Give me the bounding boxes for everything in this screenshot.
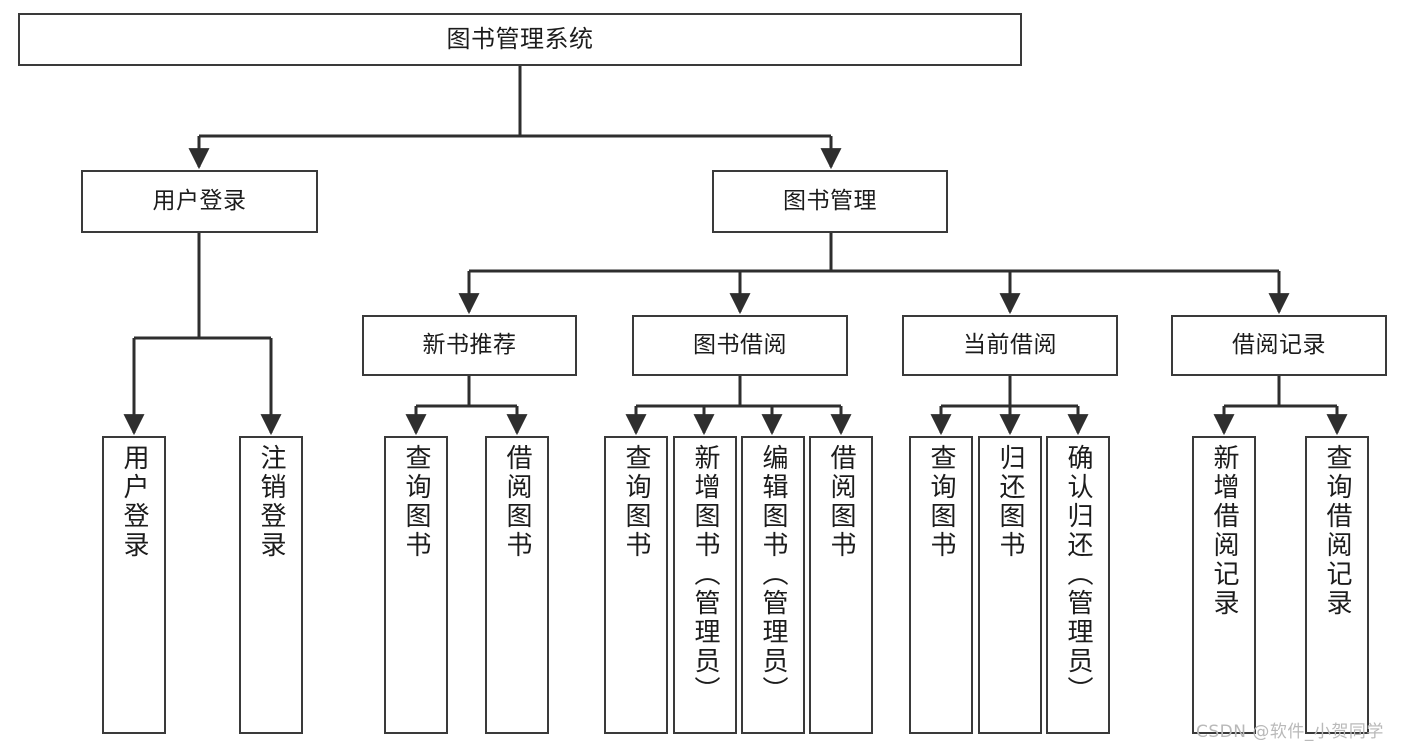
leaf-borrow-book[interactable]: 借阅图书 xyxy=(809,436,873,734)
node-label: 查询图书 xyxy=(621,444,651,560)
node-label: 新增借阅记录 xyxy=(1209,444,1239,618)
node-book-management[interactable]: 图书管理 xyxy=(712,170,948,233)
node-label: 确认归还（管理员） xyxy=(1063,444,1093,705)
node-borrowing-record[interactable]: 借阅记录 xyxy=(1171,315,1387,376)
node-label: 图书管理系统 xyxy=(446,25,594,54)
node-label: 新增图书（管理员） xyxy=(690,444,720,705)
node-label: 用户登录 xyxy=(119,444,149,560)
leaf-confirm-return-admin[interactable]: 确认归还（管理员） xyxy=(1046,436,1110,734)
node-label: 归还图书 xyxy=(995,444,1025,560)
node-label: 借阅记录 xyxy=(1232,331,1326,358)
csdn-watermark: CSDN @软件_小贺同学 xyxy=(1196,722,1384,742)
node-label: 借阅图书 xyxy=(826,444,856,560)
leaf-logout[interactable]: 注销登录 xyxy=(239,436,303,734)
node-label: 注销登录 xyxy=(256,444,286,560)
leaf-user-login[interactable]: 用户登录 xyxy=(102,436,166,734)
leaf-query-book-current[interactable]: 查询图书 xyxy=(909,436,973,734)
node-user-login[interactable]: 用户登录 xyxy=(81,170,318,233)
node-current-borrowing[interactable]: 当前借阅 xyxy=(902,315,1118,376)
node-label: 查询借阅记录 xyxy=(1322,444,1352,618)
node-label: 图书借阅 xyxy=(693,331,787,358)
node-root-book-management-system[interactable]: 图书管理系统 xyxy=(18,13,1022,66)
node-label: 编辑图书（管理员） xyxy=(758,444,788,705)
node-label: 图书管理 xyxy=(783,187,877,214)
node-label: 新书推荐 xyxy=(422,331,517,358)
node-new-book-recommendation[interactable]: 新书推荐 xyxy=(362,315,577,376)
leaf-query-borrow-record[interactable]: 查询借阅记录 xyxy=(1305,436,1369,734)
leaf-return-book[interactable]: 归还图书 xyxy=(978,436,1042,734)
node-label: 查询图书 xyxy=(401,444,431,560)
leaf-query-book-recommend[interactable]: 查询图书 xyxy=(384,436,448,734)
leaf-borrow-book-recommend[interactable]: 借阅图书 xyxy=(485,436,549,734)
node-label: 查询图书 xyxy=(926,444,956,560)
node-book-borrowing[interactable]: 图书借阅 xyxy=(632,315,848,376)
node-label: 当前借阅 xyxy=(963,331,1057,358)
leaf-query-book-borrow[interactable]: 查询图书 xyxy=(604,436,668,734)
node-label: 借阅图书 xyxy=(502,444,532,560)
node-label: 用户登录 xyxy=(152,187,247,214)
leaf-add-book-admin[interactable]: 新增图书（管理员） xyxy=(673,436,737,734)
leaf-edit-book-admin[interactable]: 编辑图书（管理员） xyxy=(741,436,805,734)
leaf-add-borrow-record[interactable]: 新增借阅记录 xyxy=(1192,436,1256,734)
